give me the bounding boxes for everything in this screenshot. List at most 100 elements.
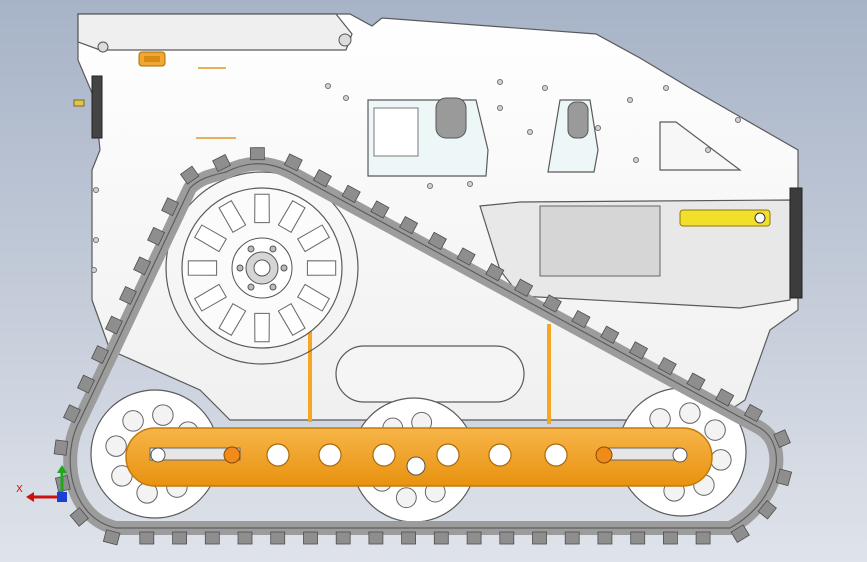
track-lug <box>212 154 232 173</box>
bar-hole <box>436 443 460 467</box>
track-lug <box>335 531 351 545</box>
track-lug <box>715 388 735 407</box>
hull-bolt <box>496 105 503 112</box>
track-lug <box>466 531 482 545</box>
track-lug <box>133 256 152 276</box>
hull-bolt <box>595 125 602 132</box>
track-lug <box>204 531 220 545</box>
track-lug <box>270 531 286 545</box>
track-lug <box>161 197 180 217</box>
track-lug <box>757 500 777 520</box>
hull-bolt <box>542 85 549 92</box>
hull-bolt <box>91 266 98 273</box>
hull-bolt <box>342 95 349 102</box>
axis-x-label: X <box>16 484 23 495</box>
track-lug <box>743 403 763 423</box>
hull-bolt <box>627 97 634 104</box>
front-triangle-cutout <box>659 121 742 171</box>
hull-bolt <box>527 128 534 135</box>
track-lug <box>249 147 265 161</box>
idler-bar-link-right <box>595 446 688 464</box>
sprocket-bolt <box>236 264 244 272</box>
hull-bolt <box>324 83 331 90</box>
window-left-pane <box>373 107 419 157</box>
track-lug <box>600 325 620 344</box>
track-lug <box>542 294 562 313</box>
track-lug <box>63 404 81 424</box>
wheel-hole <box>152 404 174 426</box>
sprocket-tooth <box>187 260 218 276</box>
rear-light <box>73 99 85 107</box>
hull-bolts <box>91 79 742 273</box>
track-lug <box>303 531 318 545</box>
sprocket-tooth <box>277 303 306 336</box>
track-lug <box>341 184 361 204</box>
track-lug <box>628 341 649 360</box>
sprocket-tooth <box>218 200 247 233</box>
bar-holes <box>266 443 568 467</box>
track-lug <box>433 531 449 545</box>
wheel-hole <box>105 435 127 457</box>
track-lug <box>775 468 793 487</box>
idler-bar-center-hub <box>406 456 426 476</box>
center-slot <box>335 345 525 403</box>
track-lug <box>77 374 95 394</box>
actuator-pin <box>754 212 766 224</box>
sprocket-tooth <box>194 224 227 253</box>
track-lug <box>695 531 711 545</box>
wheel-hole <box>710 449 732 471</box>
track-lug <box>312 169 332 188</box>
track-lug <box>485 263 505 282</box>
sprocket-tooth <box>297 283 330 312</box>
track-lug <box>564 531 580 545</box>
track-lug <box>139 531 155 545</box>
track-lug <box>499 531 515 545</box>
hull-bolt <box>735 117 742 124</box>
sprocket-tooth <box>254 312 270 343</box>
wheel-hole <box>649 408 671 430</box>
hull-bolt <box>466 180 473 187</box>
track-lug <box>283 153 303 172</box>
bar-hole <box>372 443 396 467</box>
idler-bar-link-left <box>149 446 241 464</box>
track-lug <box>657 356 677 376</box>
rear-bumper <box>91 75 103 139</box>
wheel-hole <box>395 487 417 509</box>
track-lug <box>730 524 750 543</box>
hull-bolt <box>426 182 433 189</box>
track-lug <box>179 165 200 185</box>
track-lug <box>399 216 419 235</box>
track-lug <box>663 531 678 545</box>
track-lug <box>370 200 390 219</box>
bar-hole <box>318 443 342 467</box>
sprocket-tooth <box>254 193 270 224</box>
track-lug <box>427 231 447 251</box>
track-lug <box>91 345 109 364</box>
track-lug <box>105 315 123 335</box>
axis-x-head <box>26 492 34 502</box>
drive-sprocket <box>165 171 359 365</box>
track-lug <box>237 531 253 545</box>
track-belt-edge <box>69 163 777 529</box>
bar-hole <box>544 443 568 467</box>
top-lid <box>77 13 353 51</box>
connector-slot <box>144 56 160 62</box>
bar-hole <box>266 443 290 467</box>
sprocket-tooth <box>218 303 247 336</box>
track-lug <box>514 278 534 297</box>
sprocket-bolt <box>269 283 277 291</box>
lid-hinge-front <box>338 33 352 47</box>
sprocket-bolt <box>247 283 255 291</box>
track-lug <box>597 531 613 545</box>
lid-hinge-rear <box>97 41 109 53</box>
sprocket-bolt <box>280 264 288 272</box>
track-lug <box>773 429 791 448</box>
track-lug <box>456 247 476 266</box>
hull-bolt <box>663 85 670 92</box>
actuator-rod <box>679 209 771 227</box>
track-lug <box>53 439 69 456</box>
track-lug <box>630 531 646 545</box>
wheel-hole <box>122 410 144 432</box>
